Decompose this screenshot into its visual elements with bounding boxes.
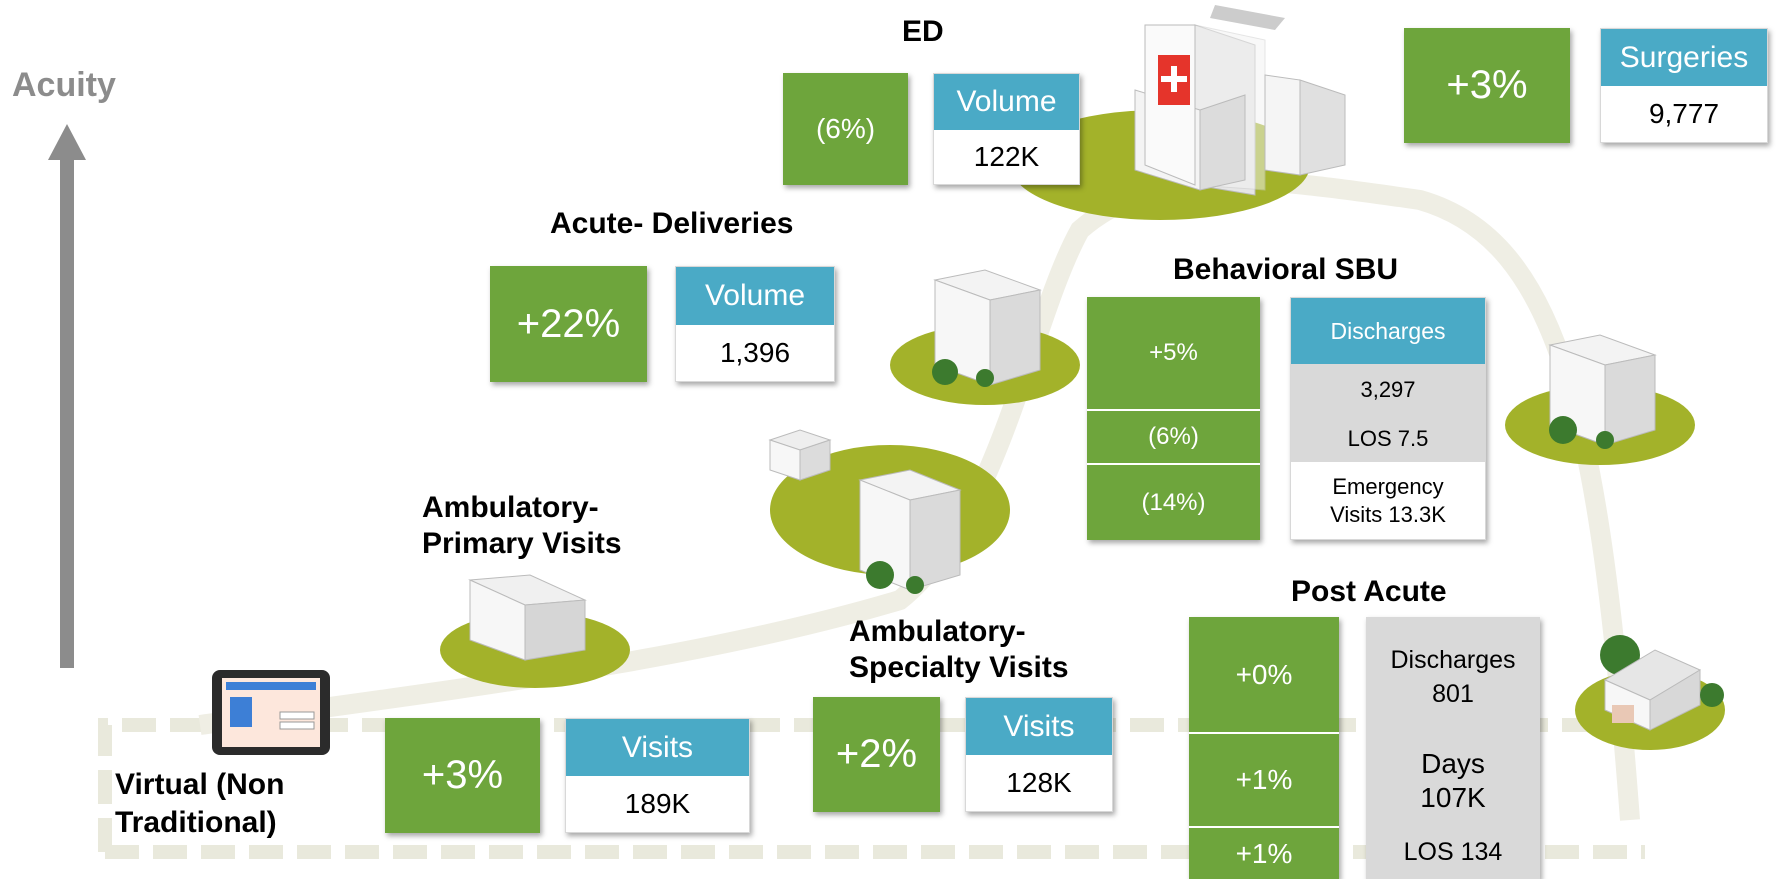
specialty-visits-value: 128K (1006, 767, 1072, 798)
post-acute-change-days: +1% (1189, 734, 1339, 828)
primary-visits-card: Visits 189K (565, 718, 750, 833)
post-acute-change-stack: +0% +1% +1% (1189, 617, 1339, 879)
surgeries-card: Surgeries 9,777 (1600, 28, 1768, 143)
behavioral-discharges-value: 3,297 (1291, 364, 1485, 416)
behavioral-change-emergency: (14%) (1087, 465, 1260, 540)
specialty-title: Ambulatory- Specialty Visits (849, 615, 1069, 684)
specialty-visits-header: Visits (966, 698, 1112, 755)
post-acute-discharges-value: Discharges 801 (1390, 646, 1516, 708)
deliveries-volume-card: Volume 1,396 (675, 266, 835, 382)
virtual-title: Virtual (Non Traditional) (115, 768, 285, 839)
deliveries-change-box: +22% (490, 266, 647, 382)
clinic-building-icon (932, 269, 1042, 387)
behavioral-emergency-value: Emergency Visits 13.3K (1330, 473, 1446, 527)
care-continuum-curve (198, 171, 1640, 821)
behavioral-change-los: (6%) (1087, 411, 1260, 465)
post-acute-title: Post Acute (1291, 575, 1447, 608)
behavioral-los-value: LOS 7.5 (1291, 416, 1485, 462)
specialty-visits-card: Visits 128K (965, 697, 1113, 812)
acuity-axis-label: Acuity (12, 66, 116, 104)
primary-visits-header: Visits (566, 719, 749, 776)
behavioral-title: Behavioral SBU (1173, 253, 1399, 286)
primary-building-icon (468, 574, 587, 661)
behavioral-building-icon (1548, 334, 1657, 449)
primary-change-box: +3% (385, 718, 540, 833)
primary-visits-value: 189K (624, 788, 691, 819)
home-building-icon (1600, 635, 1724, 731)
hospital-building-icon (1134, 5, 1346, 196)
ed-title: ED (902, 15, 944, 48)
tablet-device-icon (212, 670, 330, 755)
acuity-arrow-head (48, 124, 86, 160)
deliveries-volume-value: 1,396 (719, 337, 791, 368)
ed-volume-card: Volume 122K (933, 73, 1080, 185)
surgeries-change-box: +3% (1404, 28, 1570, 143)
surgeries-header: Surgeries (1601, 29, 1767, 86)
post-acute-metrics-card: Discharges 801 Days 107K LOS 134 (1366, 617, 1540, 879)
post-acute-change-los: +1% (1189, 828, 1339, 879)
specialty-change-box: +2% (813, 697, 940, 812)
dashed-frame (98, 718, 1645, 852)
post-acute-los-value: LOS 134 (1403, 837, 1503, 866)
acuity-arrow-shaft (60, 158, 74, 668)
post-acute-days-value: Days 107K (1420, 748, 1486, 813)
behavioral-change-discharges: +5% (1087, 297, 1260, 411)
post-acute-change-discharges: +0% (1189, 617, 1339, 734)
deliveries-volume-header: Volume (676, 267, 834, 325)
behavioral-metrics-card: Discharges 3,297 LOS 7.5 Emergency Visit… (1290, 297, 1486, 540)
behavioral-discharges-header: Discharges (1291, 298, 1485, 364)
ed-change-box: (6%) (783, 73, 908, 185)
specialty-building-icon (768, 429, 962, 594)
ed-volume-value: 122K (973, 141, 1040, 172)
deliveries-title: Acute- Deliveries (550, 207, 794, 240)
surgeries-value: 9,777 (1648, 98, 1720, 129)
behavioral-change-stack: +5% (6%) (14%) (1087, 297, 1260, 540)
primary-title: Ambulatory- Primary Visits (422, 491, 622, 560)
ed-volume-header: Volume (934, 74, 1079, 130)
